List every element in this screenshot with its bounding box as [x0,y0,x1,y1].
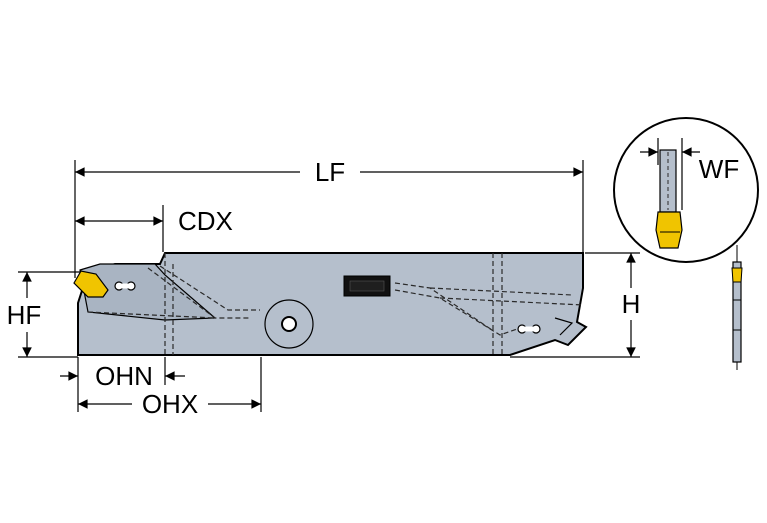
coolant-slot-right [517,324,541,334]
dimension-hf: HF [7,271,80,358]
label-wf: WF [699,154,739,184]
label-ohx: OHX [142,389,198,419]
detail-view: WF [613,117,759,263]
cutting-insert [73,270,109,298]
blade-head [79,263,217,321]
dimension-lf: LF [74,157,584,278]
dimension-ohx: OHX [78,357,262,419]
label-cdx: CDX [178,206,233,236]
label-h: H [622,289,641,319]
dimension-ohn: OHN [60,357,185,412]
coolant-slot-left [114,281,136,291]
label-ohn: OHN [95,361,153,391]
dimension-h: H [510,252,641,358]
clamp-screw-hole [281,316,297,332]
label-hf: HF [7,300,42,330]
side-view [731,245,743,370]
tool-body [73,252,588,356]
hidden-lines [87,253,584,355]
dimension-cdx: CDX [75,205,233,252]
detail-insert [655,211,683,249]
label-lf: LF [315,157,345,187]
